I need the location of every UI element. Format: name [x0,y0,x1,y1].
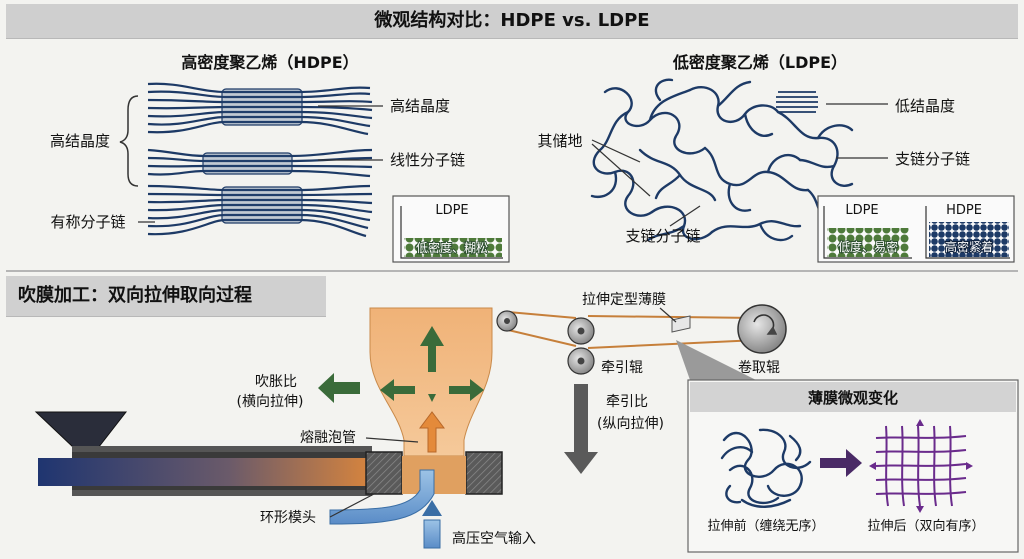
crystallinity-bracket [119,95,139,187]
die-label: 环形模头 [260,510,316,526]
section-divider [6,270,1018,272]
blow-section-banner: 吹膜加工：双向拉伸取向过程 [6,276,326,317]
bubble-leader [365,437,419,443]
ldpe-branched-network [590,78,854,242]
air-input-arrow [422,500,442,516]
amorphous-leader-2 [591,143,651,197]
page-title: 微观结构对比：HDPE vs. LDPE [374,10,650,31]
hdpe-crystallinity-label: 高结晶度 [390,97,450,115]
winder-roll [737,304,787,354]
blow-ratio-label: 吹胀比 [255,374,297,390]
air-tube-bottom [423,519,441,549]
inner-air-arrow [419,411,445,453]
hopper [34,411,128,449]
ldpe-crystal-patch [776,91,818,113]
bubble-label: 熔融泡管 [300,430,356,446]
winder-label: 卷取辊 [738,360,780,376]
oriented-chains [875,425,967,507]
extruder-barrel [38,446,383,496]
blow-ratio-sub-label: (横向拉伸) [237,394,304,410]
hdpe-inset-caption: 低密度、糊松 [416,240,488,255]
callout-wedge [676,340,756,380]
hdpe-left-crystallinity-label: 高结晶度 [50,132,110,150]
air-tube-left [329,469,435,525]
micro-after-label: 拉伸后（双向有序） [867,518,984,534]
hdpe-inset-title: LDPE [435,203,468,218]
ldpe-crystallinity-label: 低结晶度 [895,97,955,115]
film-label: 拉伸定型薄膜 [582,292,666,308]
micro-heading: 薄膜微观变化 [808,389,898,407]
ldpe-inset: LDPE HDPE 低度、易密 高密紧着 [817,195,1015,263]
ldpe-inset-left-title: LDPE [845,203,878,218]
branch-bottom-leader [669,205,701,227]
ldpe-inset-left-caption: 低度、易密 [838,239,898,254]
film-section [671,315,691,333]
micro-before-label: 拉伸前（缠绕无序） [707,518,824,534]
ldpe-inset-right-caption: 高密紧着 [945,239,993,254]
ldpe-heading: 低密度聚乙烯（LDPE） [672,53,847,72]
air-input-label: 高压空气输入 [452,530,536,547]
film-path [507,311,759,349]
draw-ratio-sub-label: (纵向拉伸) [597,416,664,432]
orientation-arrows [869,419,973,513]
title-banner: 微观结构对比：HDPE vs. LDPE [6,4,1018,39]
draw-ratio-arrow [564,384,598,474]
micro-transition-arrow [820,449,862,477]
blow-ratio-arrow [318,373,360,403]
nip-roll-label: 牵引辊 [601,360,643,376]
ldpe-branched-chain-right-label: 支链分子链 [895,150,970,168]
ldpe-inset-right-title: HDPE [946,203,982,218]
hdpe-linear-chain-label: 线性分子链 [390,151,465,169]
die-leader [329,493,375,518]
amorphous-leader-1 [591,139,641,163]
annular-die-right [465,451,503,495]
film-leader [659,307,677,323]
bubble-expansion-arrows [380,326,484,402]
hdpe-chain-bundle [147,82,373,238]
micro-change-panel: 薄膜微观变化 [687,379,1019,553]
ldpe-amorphous-label: 其储地 [537,132,582,150]
blow-section-title: 吹膜加工：双向拉伸取向过程 [18,285,252,306]
hdpe-symmetric-chain-label: 有称分子链 [50,213,125,231]
tangled-chains [720,428,812,508]
hdpe-heading: 高密度聚乙烯（HDPE） [181,53,358,72]
hdpe-crystal-regions [202,88,303,224]
hdpe-inset: LDPE 低密度、糊松 [392,195,510,263]
ldpe-branched-chain-bottom-label: 支链分子链 [625,227,700,245]
annular-die-left [365,451,403,495]
draw-ratio-label: 牵引比 [606,394,648,410]
winder-rotation-icon [753,314,778,335]
